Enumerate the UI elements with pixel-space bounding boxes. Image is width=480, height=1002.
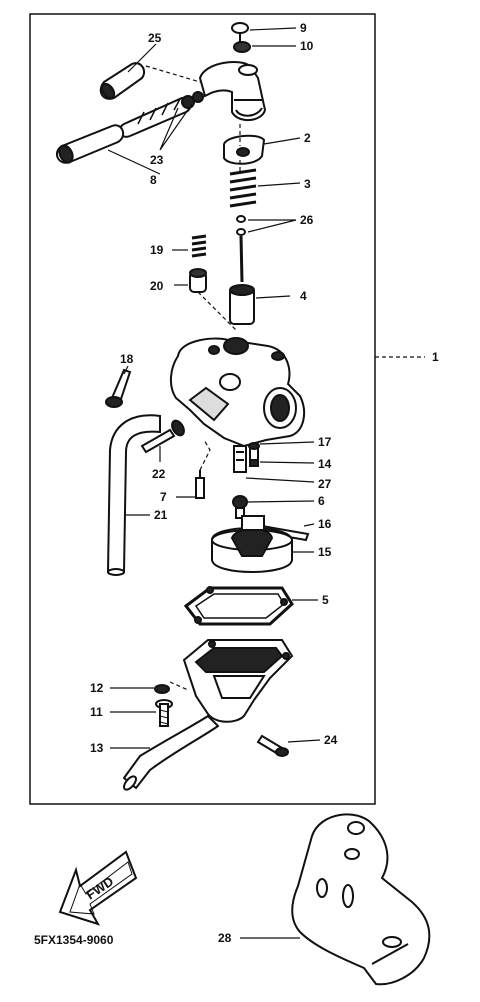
part-25-boot xyxy=(99,62,146,100)
part-15-float xyxy=(211,515,293,573)
part-18-screw xyxy=(105,368,132,408)
callout-16: 16 xyxy=(318,517,332,531)
part-19-spring xyxy=(191,234,207,258)
part-13-drain-hose xyxy=(122,714,220,791)
part-12-washer xyxy=(154,684,170,694)
callout-27: 27 xyxy=(318,477,332,491)
part-4-throttle-valve xyxy=(229,284,255,325)
callout-1: 1 xyxy=(432,350,439,364)
callout-17: 17 xyxy=(318,435,332,449)
callout-3: 3 xyxy=(304,177,311,191)
callout-labels: 9 10 25 2 3 23 8 26 19 20 4 18 1 17 14 2… xyxy=(90,21,439,945)
fwd-arrow-icon: FWD xyxy=(58,850,138,926)
callout-4: 4 xyxy=(300,289,307,303)
callout-8: 8 xyxy=(150,173,157,187)
callout-14: 14 xyxy=(318,457,332,471)
part-14-jet xyxy=(249,459,259,467)
callout-19: 19 xyxy=(150,243,164,257)
callout-13: 13 xyxy=(90,741,104,755)
callout-23: 23 xyxy=(150,153,164,167)
part-6-float-valve xyxy=(232,495,248,519)
callout-20: 20 xyxy=(150,279,164,293)
part-22-screw xyxy=(140,419,185,454)
part-10-washer xyxy=(233,41,251,53)
callout-11: 11 xyxy=(90,705,103,719)
assembly-frame xyxy=(29,13,376,805)
callout-6: 6 xyxy=(318,494,325,508)
part-7-jet xyxy=(195,470,205,499)
part-8-cable-boot xyxy=(55,124,125,164)
part-28-cover xyxy=(291,813,431,986)
part-cable-elbow xyxy=(198,61,267,121)
part-27-needle-jet xyxy=(233,445,247,473)
part-5-gasket xyxy=(183,586,294,626)
callout-9: 9 xyxy=(300,21,307,35)
callout-7: 7 xyxy=(160,490,167,504)
callout-24: 24 xyxy=(324,733,338,747)
callout-2: 2 xyxy=(304,131,311,145)
part-20-plug xyxy=(189,268,207,293)
part-1-carburetor-body xyxy=(170,337,306,448)
callout-18: 18 xyxy=(120,352,134,366)
callout-26: 26 xyxy=(300,213,314,227)
parts-group xyxy=(55,22,431,986)
part-21-hose xyxy=(106,414,161,576)
callout-12: 12 xyxy=(90,681,104,695)
callout-15: 15 xyxy=(318,545,332,559)
callout-28: 28 xyxy=(218,931,232,945)
part-11-screw xyxy=(155,699,173,727)
callout-22: 22 xyxy=(152,467,166,481)
part-3-spring xyxy=(229,168,257,208)
part-24-drain-screw xyxy=(256,734,289,757)
callout-5: 5 xyxy=(322,593,329,607)
diagram-code: 5FX1354-9060 xyxy=(34,933,114,947)
part-23-spring xyxy=(118,91,204,138)
part-2-plate xyxy=(223,134,266,165)
assembly-guides xyxy=(145,65,425,691)
part-9-screw xyxy=(231,22,249,42)
part-float-bowl xyxy=(182,639,294,723)
part-17-jet xyxy=(248,442,260,461)
callout-25: 25 xyxy=(148,31,162,45)
part-26-needle xyxy=(236,215,246,283)
callout-10: 10 xyxy=(300,39,314,53)
leader-lines xyxy=(107,27,321,939)
callout-21: 21 xyxy=(154,508,168,522)
